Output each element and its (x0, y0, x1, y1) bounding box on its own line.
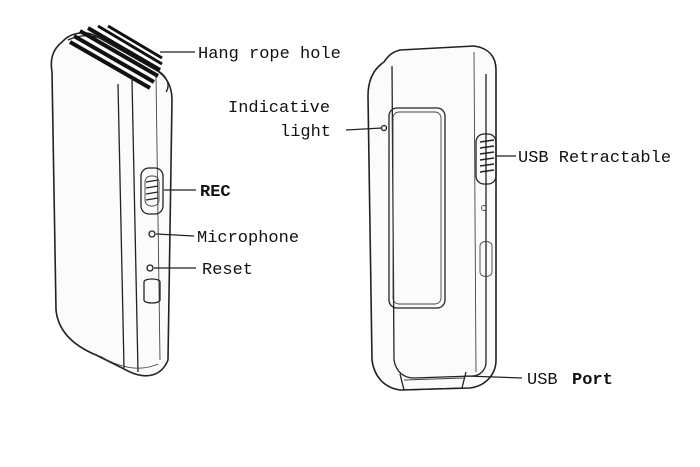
label-usb-retractable: USB Retractable (518, 149, 671, 168)
label-rec: REC (200, 183, 231, 202)
rec-switch (140, 167, 164, 215)
label-reset: Reset (202, 261, 253, 280)
hang-rope-hole (69, 24, 163, 90)
label-indicative: Indicative (228, 99, 330, 118)
left-device (50, 24, 173, 377)
usb-retractable-slider (475, 133, 497, 185)
label-usb-port-prefix: USB (527, 371, 558, 390)
reset-hole (146, 264, 154, 272)
label-usb-port-bold: Port (572, 371, 613, 390)
microphone-hole (148, 230, 156, 238)
label-microphone: Microphone (197, 229, 299, 248)
display-window (388, 107, 446, 309)
usb-port (399, 371, 467, 391)
right-device (367, 45, 497, 391)
label-light: light (280, 123, 331, 142)
label-hang-rope-hole: Hang rope hole (198, 45, 341, 64)
leader-lines (154, 51, 523, 379)
